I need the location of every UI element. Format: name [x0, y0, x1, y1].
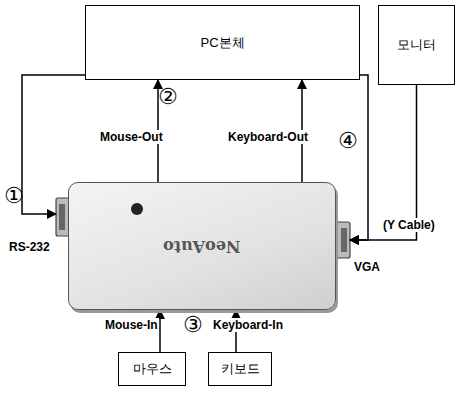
port-name: RS-232: [8, 240, 51, 254]
cable-connector: [159, 310, 161, 352]
callout-number: ①: [3, 183, 25, 209]
status-led: [131, 203, 143, 215]
vga-pins: [341, 228, 347, 252]
cable-name: (Y Cable): [382, 218, 436, 232]
device-box: NeoAuto: [68, 182, 336, 310]
cable-connector: [350, 75, 368, 240]
keyboard-box: 키보드: [208, 352, 272, 386]
port-name: Mouse-In: [104, 318, 159, 332]
vga-port: [336, 222, 350, 258]
port-name: VGA: [353, 260, 381, 274]
mouse-box: 마우스: [118, 352, 186, 386]
port-name: Keyboard-Out: [227, 130, 309, 144]
rs232-pins: [59, 204, 65, 230]
pc-box: PC본체: [85, 5, 360, 80]
node-text: NeoAuto: [163, 237, 241, 256]
port-name: Mouse-Out: [99, 130, 164, 144]
callout-number: ④: [337, 128, 359, 154]
node-text: 마우스: [133, 360, 172, 378]
node-text: 키보드: [221, 360, 260, 378]
monitor-box: 모니터: [378, 5, 455, 85]
node-text: PC본체: [200, 34, 244, 52]
callout-number: ②: [157, 84, 179, 110]
cable-connector: [350, 85, 417, 240]
node-text: 모니터: [397, 36, 436, 54]
callout-number: ③: [182, 312, 204, 338]
port-name: Keyboard-In: [212, 318, 284, 332]
